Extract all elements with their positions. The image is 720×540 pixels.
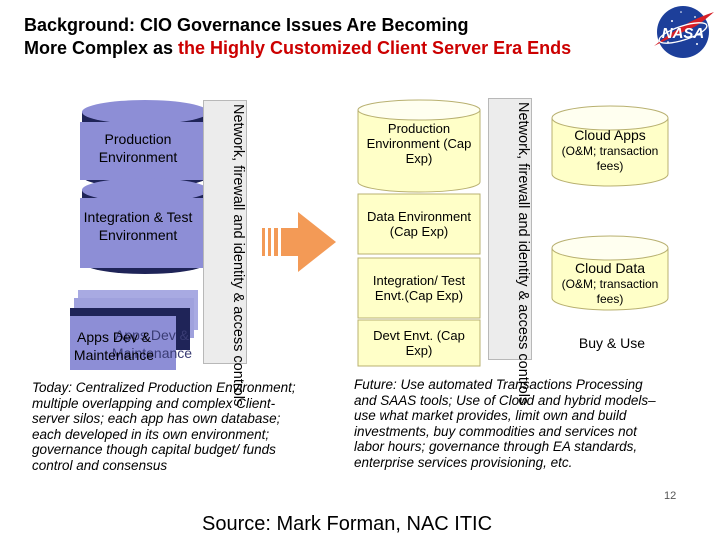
cloud-apps-title: Cloud Apps — [574, 127, 646, 143]
right-network-bar-label: Network, firewall and identity & access … — [515, 102, 531, 405]
title-highlight: the Highly Customized Client Server Era … — [178, 38, 572, 58]
left-network-bar-label: Network, firewall and identity & access … — [230, 104, 246, 407]
apps-dev-label-back: Apps Dev & Maintenance — [111, 327, 193, 361]
source-citation: Source: Mark Forman, NAC ITIC — [202, 513, 493, 535]
right-production-environment: Production Environment (Cap Exp) — [366, 120, 472, 166]
right-stack-graphic — [357, 99, 481, 367]
integration-cylinder-top — [82, 178, 208, 202]
buy-and-use-label: Buy & Use — [578, 335, 646, 351]
cloud-data-subtitle: (O&M; transaction fees) — [561, 277, 659, 306]
apps-dev-label-front: Apps Dev & Maintenance — [73, 329, 155, 363]
cloud-data-title: Cloud Data — [574, 260, 646, 276]
production-environment-label: Production Environment — [98, 131, 178, 165]
integration-test-label: Integration & Test Environment — [83, 209, 193, 243]
left-stack-graphic — [70, 100, 210, 370]
title-line-2-prefix: More Complex as — [24, 38, 179, 58]
right-network-bar — [488, 98, 532, 360]
right-integration-test: Integration/ Test Envt.(Cap Exp) — [372, 273, 466, 303]
slide-title: Background: CIO Governance Issues Are Be… — [24, 14, 634, 60]
title-line-1: Background: CIO Governance Issues Are Be… — [24, 15, 469, 35]
cloud-apps-subtitle: (O&M; transaction fees) — [561, 144, 659, 173]
transition-arrow — [262, 212, 336, 272]
nasa-logo-text: NASA — [662, 25, 705, 42]
left-caption: Today: Centralized Production Environmen… — [32, 380, 296, 473]
right-caption: Future: Use automated Transactions Proce… — [354, 377, 656, 470]
cloud-cylinders-graphic — [551, 105, 669, 311]
nasa-logo: NASA — [648, 2, 718, 62]
integration-cylinder-face — [80, 198, 210, 268]
left-network-bar — [203, 100, 247, 364]
title-line-2: More Complex as the Highly Customized Cl… — [24, 37, 634, 60]
right-devt-environment: Devt Envt. (Cap Exp) — [373, 328, 465, 358]
right-data-environment: Data Environment (Cap Exp) — [366, 209, 472, 239]
apps-box-front — [70, 316, 176, 370]
page-number: 12 — [664, 490, 677, 502]
production-cylinder-top — [82, 100, 208, 124]
production-cylinder-face — [80, 122, 210, 180]
